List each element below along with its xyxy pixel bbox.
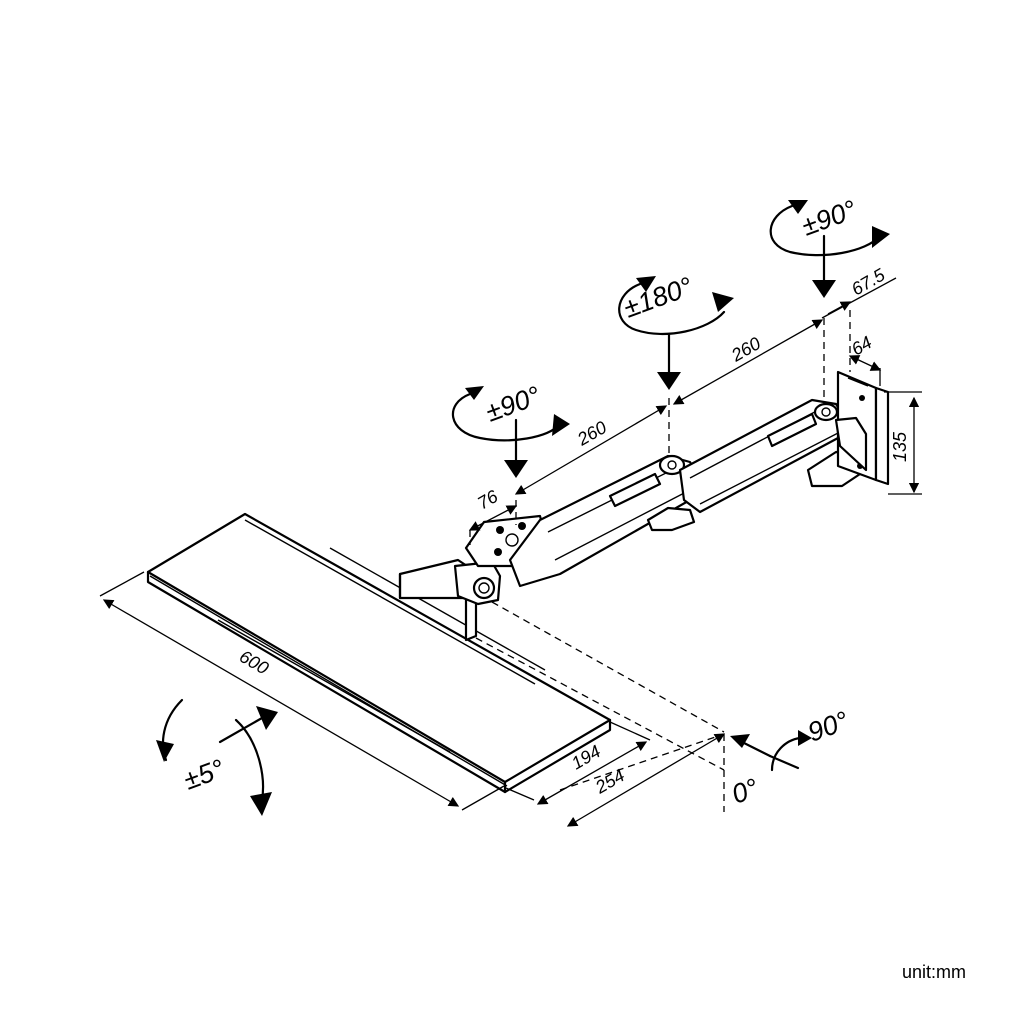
arm-segment-1 [508, 454, 702, 588]
dim-arm-segment-1: 260 [573, 417, 610, 450]
dim-wall-plate-height: 135 [890, 431, 910, 462]
unit-label: unit:mm [902, 962, 966, 982]
rotation-front-joint-label: ±90° [482, 380, 545, 427]
rotation-wall-joint-label: ±90° [798, 194, 861, 241]
wall-mount-plate [834, 370, 890, 486]
rotation-swivel-start-label: 0° [728, 773, 763, 810]
front-joint-rotation-icon [451, 386, 570, 478]
dim-wall-offset: 67.5 [848, 264, 889, 299]
wall-joint-rotation-icon [769, 200, 890, 298]
middle-joint-rotation-icon [618, 276, 734, 390]
tray-tilt-rotation-icon [156, 698, 278, 816]
dim-arm-segment-2: 260 [727, 333, 764, 366]
dim-wall-plate-width: 64 [848, 332, 875, 359]
dim-front-offset: 76 [474, 486, 502, 514]
rotation-tray-tilt-label: ±5° [180, 753, 229, 795]
swivel-rotation-icon [730, 730, 812, 772]
rotation-middle-joint-label: ±180° [620, 271, 697, 323]
dimension-lines [99, 277, 922, 827]
rotation-swivel-end-label: 90° [804, 705, 853, 747]
